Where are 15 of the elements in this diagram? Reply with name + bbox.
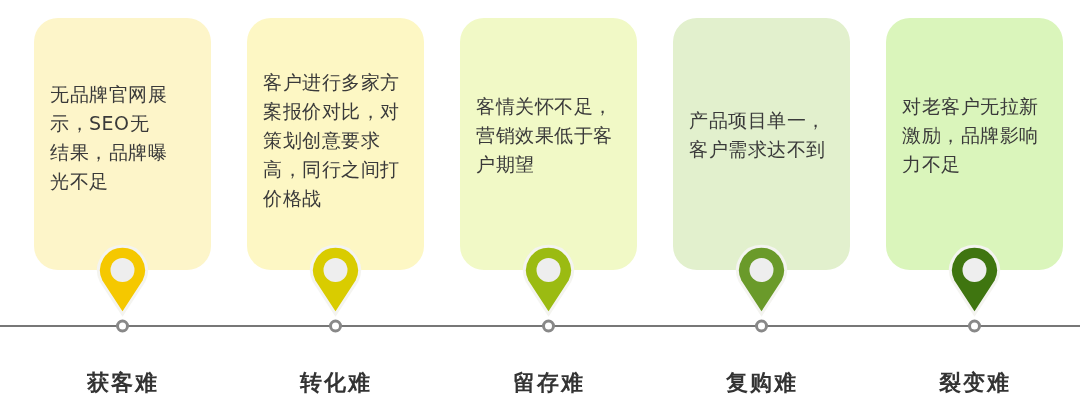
text-card bbox=[673, 18, 850, 270]
card-text: 客情关怀不足，营销效果低于客户期望 bbox=[476, 93, 613, 177]
text-card bbox=[247, 18, 424, 270]
text-card bbox=[34, 18, 211, 270]
card-text: 客户进行多家方案报价对比，对策划创意要求高，同行之间打价格战 bbox=[263, 69, 400, 211]
text-card bbox=[886, 18, 1063, 270]
stage-title: 裂变难 bbox=[937, 369, 1012, 397]
stage-title: 复购难 bbox=[724, 369, 799, 397]
card-text: 对老客户无拉新激励，品牌影响力不足 bbox=[902, 93, 1039, 177]
card-text: 产品项目单一，客户需求达不到 bbox=[689, 108, 826, 162]
card-text: 无品牌官网展示，SEO无结果，品牌曝光不足 bbox=[50, 82, 168, 194]
stage-title: 留存难 bbox=[511, 369, 586, 397]
text-card bbox=[460, 18, 637, 270]
stage-title: 转化难 bbox=[298, 369, 373, 397]
stage-title: 获客难 bbox=[85, 369, 160, 397]
